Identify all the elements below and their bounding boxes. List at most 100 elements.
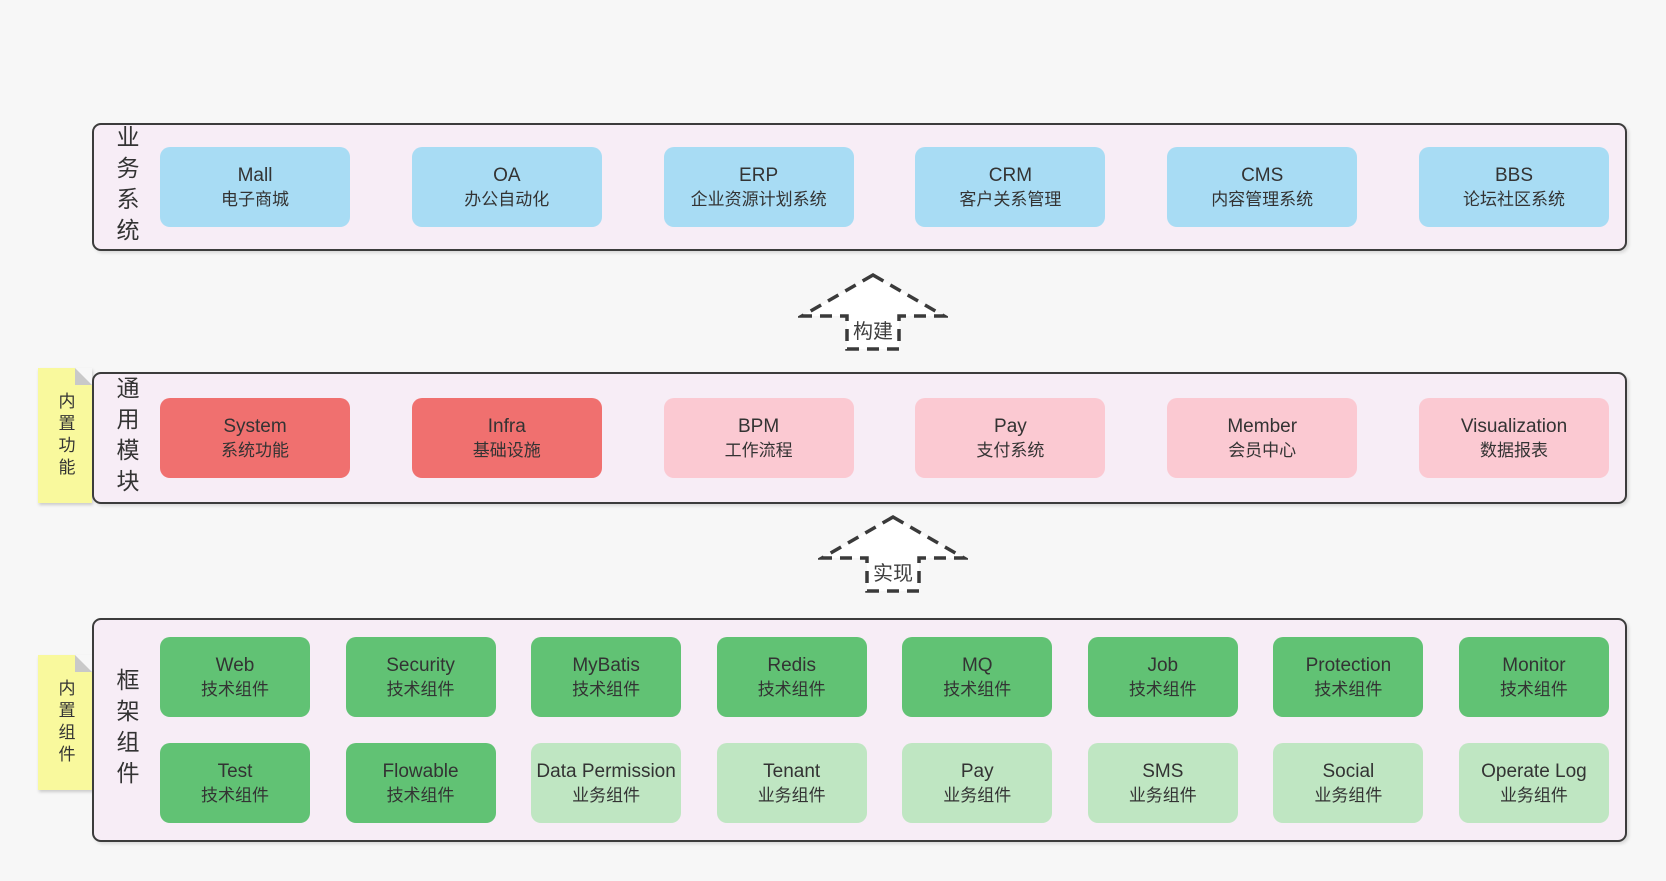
box-title: Security bbox=[386, 654, 455, 676]
band-label-common-modules: 通用模块 bbox=[94, 374, 150, 502]
box-erp: ERP 企业资源计划系统 bbox=[663, 147, 854, 227]
box-title: Mall bbox=[237, 164, 273, 186]
arrow-label: 实现 bbox=[873, 563, 913, 585]
box-title: SMS bbox=[1142, 760, 1184, 782]
box-subtitle: 支付系统 bbox=[976, 440, 1045, 460]
box-data-permission: Data Permission 业务组件 bbox=[531, 743, 682, 823]
box-subtitle: 技术组件 bbox=[201, 679, 269, 699]
box-title: MyBatis bbox=[572, 654, 640, 676]
box-subtitle: 办公自动化 bbox=[464, 189, 550, 209]
framework-components-row-1: Web 技术组件 Security 技术组件 MyBatis 技术组件 Redi… bbox=[160, 637, 1609, 717]
box-title: Operate Log bbox=[1481, 760, 1587, 782]
box-cms: CMS 内容管理系统 bbox=[1167, 147, 1358, 227]
up-arrow-icon bbox=[798, 272, 948, 351]
box-title: OA bbox=[493, 164, 521, 186]
box-subtitle: 工作流程 bbox=[724, 440, 793, 460]
box-job: Job 技术组件 bbox=[1087, 637, 1238, 717]
box-subtitle: 技术组件 bbox=[572, 679, 641, 699]
box-subtitle: 技术组件 bbox=[386, 679, 455, 699]
band-label-text: 框架组件 bbox=[113, 668, 139, 792]
box-flowable: Flowable 技术组件 bbox=[345, 743, 496, 823]
box-bbs: BBS 论坛社区系统 bbox=[1418, 147, 1609, 227]
arrow-label: 构建 bbox=[853, 321, 893, 343]
box-title: Infra bbox=[487, 415, 526, 437]
box-operate-log: Operate Log 业务组件 bbox=[1458, 743, 1609, 823]
box-title: Redis bbox=[767, 654, 816, 676]
box-title: Pay bbox=[960, 760, 994, 782]
box-protection: Protection 技术组件 bbox=[1273, 637, 1424, 717]
box-title: Tenant bbox=[763, 760, 821, 782]
box-title: Protection bbox=[1305, 654, 1392, 676]
box-title: Test bbox=[217, 760, 253, 782]
box-web: Web 技术组件 bbox=[160, 637, 310, 717]
box-title: CMS bbox=[1241, 164, 1284, 186]
box-subtitle: 技术组件 bbox=[1499, 679, 1568, 699]
box-title: Data Permission bbox=[536, 760, 676, 782]
build-arrow: 构建 bbox=[798, 271, 948, 353]
box-title: Job bbox=[1147, 654, 1179, 676]
box-subtitle: 数据报表 bbox=[1479, 440, 1548, 460]
box-subtitle: 论坛社区系统 bbox=[1462, 189, 1565, 209]
box-title: Web bbox=[215, 654, 255, 676]
box-monitor: Monitor 技术组件 bbox=[1458, 637, 1609, 717]
box-subtitle: 业务组件 bbox=[943, 785, 1012, 805]
box-tenant: Tenant 业务组件 bbox=[716, 743, 867, 823]
box-infra: Infra 基础设施 bbox=[411, 398, 602, 478]
box-subtitle: 业务组件 bbox=[572, 785, 641, 805]
box-visualization: Visualization 数据报表 bbox=[1418, 398, 1609, 478]
box-subtitle: 技术组件 bbox=[943, 679, 1012, 699]
box-pay-component: Pay 业务组件 bbox=[902, 743, 1053, 823]
box-title: CRM bbox=[988, 164, 1033, 186]
box-title: Pay bbox=[994, 415, 1027, 437]
box-subtitle: 技术组件 bbox=[201, 785, 269, 805]
box-mybatis: MyBatis 技术组件 bbox=[531, 637, 682, 717]
box-subtitle: 电子商城 bbox=[221, 189, 289, 209]
box-subtitle: 会员中心 bbox=[1228, 440, 1297, 460]
box-subtitle: 客户关系管理 bbox=[959, 189, 1062, 209]
box-mq: MQ 技术组件 bbox=[902, 637, 1053, 717]
business-systems-row: Mall 电子商城 OA 办公自动化 ERP 企业资源计划系统 CRM 客户关系… bbox=[160, 147, 1609, 227]
box-social: Social 业务组件 bbox=[1273, 743, 1424, 823]
box-subtitle: 系统功能 bbox=[221, 440, 289, 460]
box-subtitle: 技术组件 bbox=[1314, 679, 1383, 699]
box-subtitle: 业务组件 bbox=[1128, 785, 1197, 805]
box-oa: OA 办公自动化 bbox=[411, 147, 602, 227]
box-crm: CRM 客户关系管理 bbox=[915, 147, 1106, 227]
box-redis: Redis 技术组件 bbox=[716, 637, 867, 717]
box-title: Monitor bbox=[1502, 654, 1566, 676]
box-mall: Mall 电子商城 bbox=[160, 147, 350, 227]
band-framework-components: 框架组件 Web 技术组件 Security 技术组件 MyBatis 技术组件… bbox=[92, 618, 1627, 842]
box-member: Member 会员中心 bbox=[1167, 398, 1358, 478]
box-title: Member bbox=[1227, 415, 1298, 437]
band-label-text: 业务系统 bbox=[113, 125, 139, 249]
band-label-framework-components: 框架组件 bbox=[94, 620, 150, 840]
framework-components-row-2: Test 技术组件 Flowable 技术组件 Data Permission … bbox=[160, 743, 1609, 823]
band-common-modules: 通用模块 System 系统功能 Infra 基础设施 BPM 工作流程 Pay bbox=[92, 372, 1627, 504]
band-business-systems: 业务系统 Mall 电子商城 OA 办公自动化 ERP 企业资源计划系统 CRM bbox=[92, 123, 1627, 251]
box-title: Social bbox=[1322, 760, 1375, 782]
box-security: Security 技术组件 bbox=[345, 637, 496, 717]
box-title: BPM bbox=[738, 415, 780, 437]
box-subtitle: 基础设施 bbox=[472, 440, 541, 460]
band-label-text: 通用模块 bbox=[113, 376, 139, 500]
sticky-note-text: 内置功能 bbox=[55, 391, 75, 480]
box-title: MQ bbox=[961, 654, 993, 676]
box-title: Flowable bbox=[382, 760, 459, 782]
box-title: System bbox=[223, 415, 287, 437]
common-modules-row: System 系统功能 Infra 基础设施 BPM 工作流程 Pay 支付系统… bbox=[160, 398, 1609, 478]
box-subtitle: 技术组件 bbox=[757, 679, 826, 699]
sticky-note-builtin-components: 内置组件 bbox=[38, 655, 92, 790]
box-title: BBS bbox=[1494, 164, 1533, 186]
sticky-note-text: 内置组件 bbox=[55, 678, 75, 767]
box-subtitle: 技术组件 bbox=[1128, 679, 1197, 699]
box-sms: SMS 业务组件 bbox=[1087, 743, 1238, 823]
band-label-business-systems: 业务系统 bbox=[94, 125, 150, 249]
sticky-note-builtin-features: 内置功能 bbox=[38, 368, 92, 503]
box-title: ERP bbox=[739, 164, 779, 186]
box-test: Test 技术组件 bbox=[160, 743, 310, 823]
box-pay: Pay 支付系统 bbox=[915, 398, 1106, 478]
implement-arrow: 实现 bbox=[818, 513, 968, 595]
box-subtitle: 业务组件 bbox=[1499, 785, 1568, 805]
box-subtitle: 技术组件 bbox=[386, 785, 455, 805]
